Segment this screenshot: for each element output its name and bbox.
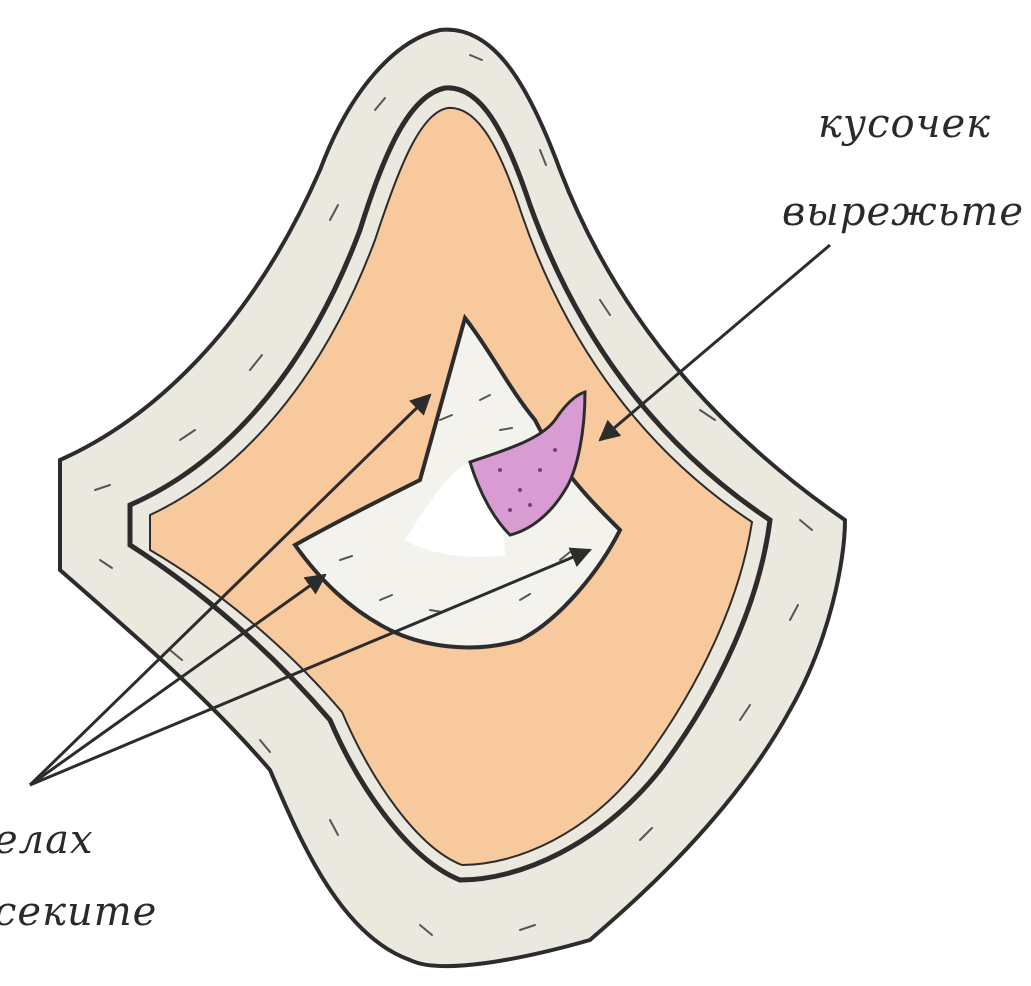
label-bottom-left-line1: елах — [0, 818, 94, 862]
label-top-right-line2: вырежьте — [782, 190, 1024, 234]
label-bottom-left-line2: секите — [0, 890, 157, 934]
label-top-right-line1: кусочек — [818, 102, 991, 146]
